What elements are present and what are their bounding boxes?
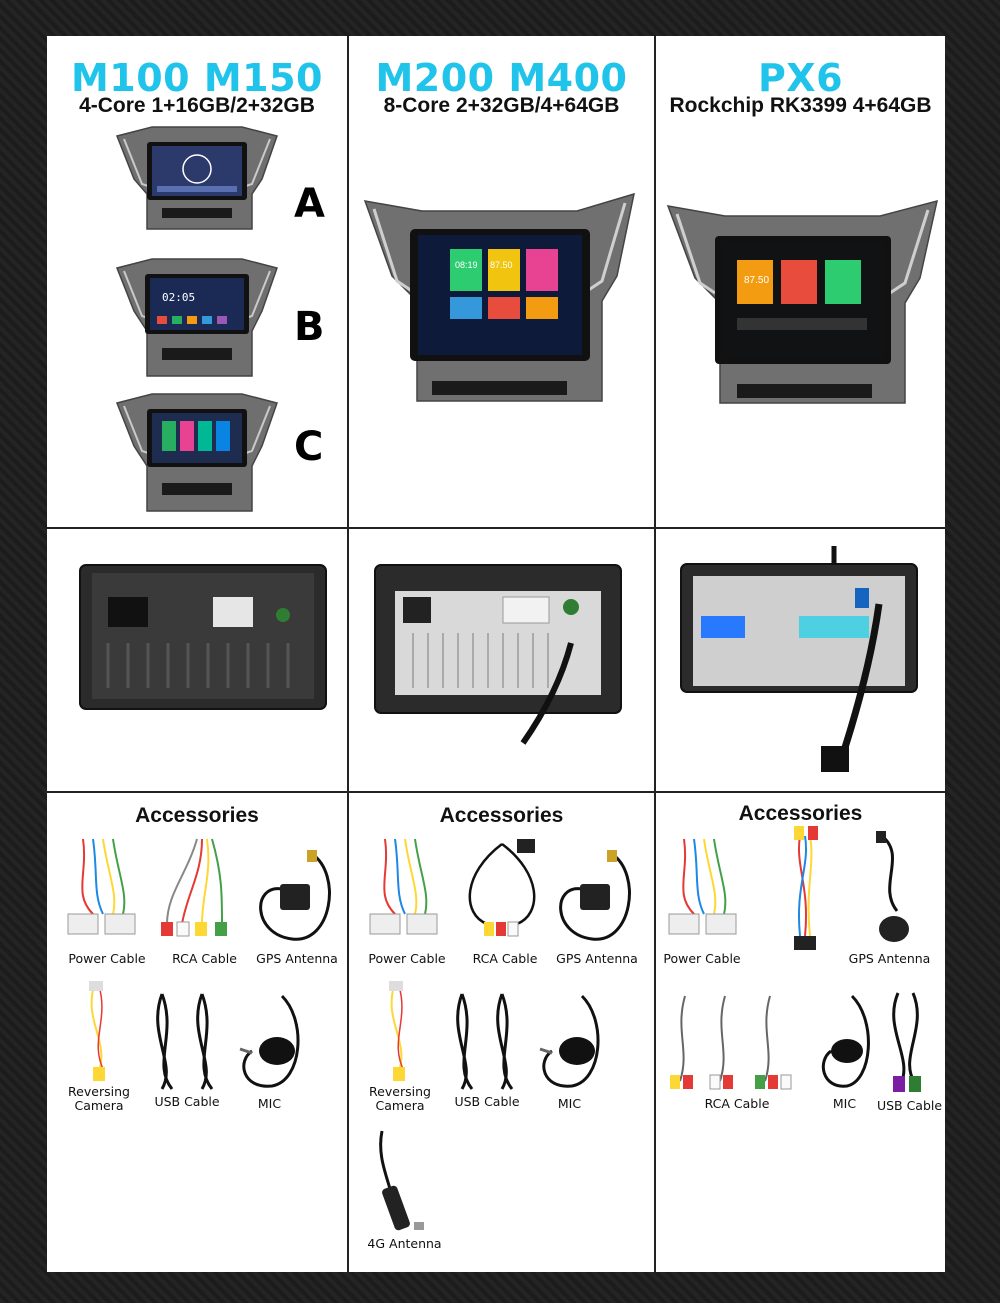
rear-view-px6-image	[680, 546, 918, 772]
usb-cable-image	[456, 993, 514, 1090]
head-unit-a-image	[115, 126, 278, 230]
head-unit-c-image	[115, 393, 278, 512]
4g-antenna-image	[379, 1130, 424, 1231]
variant-letter: A	[294, 181, 325, 227]
rca-cable-label: RCA Cable	[472, 951, 538, 966]
model-spec: 8-Core 2+32GB/4+64GB	[383, 94, 620, 117]
4g-antenna-label: 4G Antenna	[367, 1236, 442, 1251]
row-divider	[47, 791, 945, 793]
head-unit-m200-image	[363, 192, 635, 402]
rca-harness-image	[794, 826, 818, 950]
rca-cable-label: RCA Cable	[704, 1096, 770, 1111]
power-cable-label: Power Cable	[663, 951, 741, 966]
reversing-camera-label: Reversing	[68, 1084, 130, 1099]
usb-cable-label: USB Cable	[154, 1094, 220, 1109]
column-divider	[654, 36, 656, 1272]
column-divider	[347, 36, 349, 1272]
head-unit-b-image	[115, 258, 278, 377]
usb-cable-image	[156, 993, 214, 1090]
gps-antenna-image	[559, 850, 631, 941]
usb-cable-label: USB Cable	[454, 1094, 520, 1109]
power-cable-image	[369, 838, 438, 935]
usb-cable-label: USB Cable	[876, 1098, 943, 1113]
variant-letter: C	[294, 424, 324, 470]
reversing-camera-label: Camera	[74, 1098, 124, 1113]
mic-image	[821, 994, 870, 1088]
gps-antenna-label: GPS Antenna	[556, 951, 638, 966]
rca-cable-image	[468, 839, 536, 937]
reversing-camera-cable-image	[389, 981, 405, 1081]
mic-label: MIC	[257, 1096, 282, 1111]
mic-label: MIC	[557, 1096, 582, 1111]
clock-display: 02:05	[162, 291, 196, 304]
head-unit-px6-image	[666, 199, 938, 404]
variant-letter: B	[294, 304, 325, 350]
mic-image	[239, 994, 300, 1088]
model-title: M100 M150	[70, 56, 323, 100]
usb-cable-image	[892, 992, 921, 1092]
product-sheet: M100 M150 4-Core 1+16GB/2+32GB M200 M400…	[47, 36, 945, 1272]
power-cable-label: Power Cable	[368, 951, 446, 966]
power-cable-label: Power Cable	[68, 951, 146, 966]
rear-view-m200-image	[374, 564, 622, 745]
mic-label: MIC	[832, 1096, 857, 1111]
model-spec: 4-Core 1+16GB/2+32GB	[79, 94, 315, 117]
rca-cable-label: RCA Cable	[172, 951, 237, 966]
gps-antenna-image	[259, 850, 331, 941]
rca-cable-image	[670, 995, 792, 1090]
mic-image	[539, 994, 600, 1088]
clock-display: 08:19	[455, 260, 478, 270]
accessories-heading: Accessories	[135, 804, 259, 827]
accessories-heading: Accessories	[738, 802, 863, 825]
gps-antenna-label: GPS Antenna	[848, 951, 931, 966]
power-cable-image	[668, 838, 737, 935]
power-cable-image	[67, 838, 136, 935]
rear-view-m100-image	[79, 564, 327, 710]
reversing-camera-label: Reversing	[369, 1084, 431, 1099]
row-divider	[47, 527, 945, 529]
gps-antenna-image	[876, 831, 909, 942]
model-title: PX6	[757, 56, 844, 100]
model-title: M200 M400	[375, 56, 628, 100]
reversing-camera-label: Camera	[375, 1098, 425, 1113]
accessories-heading: Accessories	[439, 804, 564, 827]
model-spec: Rockchip RK3399 4+64GB	[669, 94, 932, 117]
reversing-camera-cable-image	[89, 981, 105, 1081]
gps-antenna-label: GPS Antenna	[256, 951, 338, 966]
rca-cable-image	[161, 838, 227, 937]
temperature-display: 87.50	[744, 275, 770, 286]
temperature-display: 87.50	[490, 260, 513, 270]
